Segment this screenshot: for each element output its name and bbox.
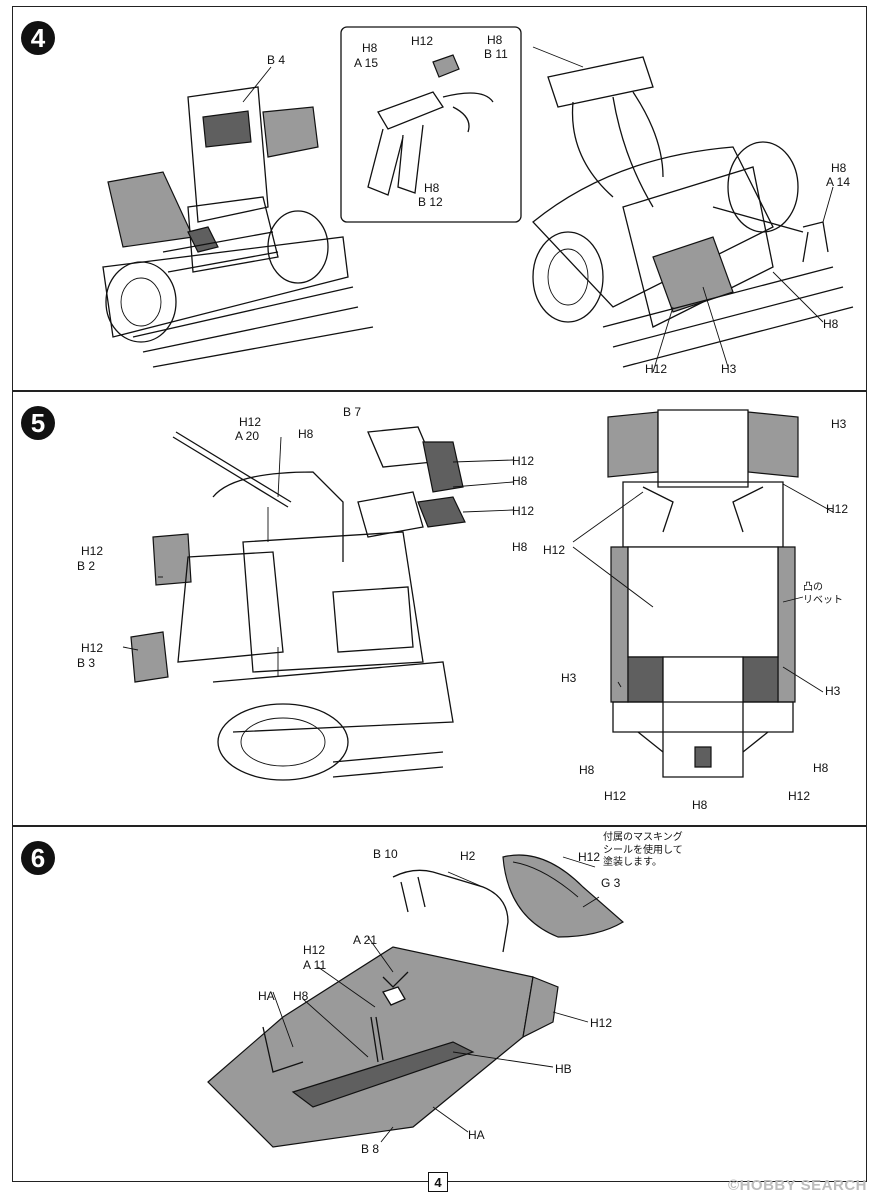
step-5-engine-assembly [130, 426, 466, 781]
step-5-chassis-underside [607, 409, 799, 778]
label-a21: A 21 [353, 933, 378, 947]
label-h3-bottom: H3 [721, 362, 737, 376]
step-4-panel: 4 [12, 6, 867, 391]
label-a20: A 20 [235, 429, 260, 443]
label-hb: HB [555, 1062, 572, 1076]
watermark-hobby-search: ©HOBBY SEARCH [728, 1177, 867, 1194]
step-4-inset-box [340, 26, 522, 223]
label-b8: B 8 [361, 1142, 380, 1156]
label-a15: A 15 [354, 56, 379, 70]
label-chassis-h8-left: H8 [579, 763, 595, 777]
label-h8-b12: H8 [424, 181, 440, 195]
label-b10: B 10 [373, 847, 398, 861]
label-h8-b11: H8 [487, 33, 503, 47]
label-g3: G 3 [601, 876, 621, 890]
label-chassis-h12-bottom-right: H12 [788, 789, 811, 803]
roll-bar-b10 [392, 869, 509, 953]
label-h12-r1: H12 [512, 454, 535, 468]
label-b4: B 4 [267, 53, 286, 67]
step-4-inset-parts [367, 54, 494, 196]
part-g3 [502, 854, 625, 938]
label-chassis-h3-right: H3 [825, 684, 841, 698]
label-b12: B 12 [418, 195, 443, 209]
step-4-right-chassis [532, 56, 854, 368]
step-6-illustration [207, 854, 625, 1148]
label-h12-g3: H12 [578, 850, 601, 864]
label-b11: B 11 [484, 47, 508, 61]
label-h12-b2: H12 [81, 544, 104, 558]
label-h8-r2: H8 [512, 540, 528, 554]
label-h8-r1: H8 [512, 474, 528, 488]
label-chassis-h8-right: H8 [813, 761, 829, 775]
label-chassis-h3-left: H3 [561, 671, 577, 685]
label-h12-a11: H12 [303, 943, 326, 957]
label-h2: H2 [460, 849, 476, 863]
label-h12-bottom: H12 [645, 362, 668, 376]
label-chassis-h12-left: H12 [543, 543, 566, 557]
label-h8-right: H8 [823, 317, 839, 331]
label-h12-b3: H12 [81, 641, 104, 655]
step-5-number: 5 [21, 406, 55, 440]
step-5-panel: 5 [12, 391, 867, 826]
cockpit-tub [207, 946, 534, 1148]
step-4-number: 4 [21, 21, 55, 55]
label-chassis-h12-bottom-left: H12 [604, 789, 627, 803]
label-h12-a20: H12 [239, 415, 262, 429]
label-h8-a14: H8 [831, 161, 847, 175]
label-a11: A 11 [303, 958, 327, 972]
label-b2: B 2 [77, 559, 96, 573]
masking-note: 付属のマスキング シールを使用して 塗装します。 [603, 832, 683, 868]
label-chassis-rivet: 凸の リベット [803, 582, 843, 606]
label-h12-right: H12 [590, 1016, 613, 1030]
step-6-number: 6 [21, 841, 55, 875]
step-5-illustration [122, 409, 834, 781]
label-a14: A 14 [826, 175, 851, 189]
label-b7: B 7 [343, 405, 362, 419]
label-h8-a15: H8 [362, 41, 378, 55]
label-chassis-h12-right: H12 [826, 502, 849, 516]
page-number: 4 [428, 1172, 448, 1192]
step-6-panel: 6 B 10 H2 付属のマスキング シールを使用して 塗装します。 H12 G… [12, 826, 867, 1182]
label-b3: B 3 [77, 656, 96, 670]
label-ha-bottom: HA [468, 1128, 485, 1142]
label-h12-top: H12 [411, 34, 434, 48]
label-chassis-h3-top: H3 [831, 417, 847, 431]
label-ha-left: HA [258, 989, 275, 1003]
label-h8-b7: H8 [298, 427, 314, 441]
label-h12-r2: H12 [512, 504, 535, 518]
label-chassis-h8-bottom: H8 [692, 798, 708, 812]
step-4-illustration [102, 26, 854, 373]
label-h8: H8 [293, 989, 309, 1003]
step-4-left-chassis [102, 86, 374, 368]
